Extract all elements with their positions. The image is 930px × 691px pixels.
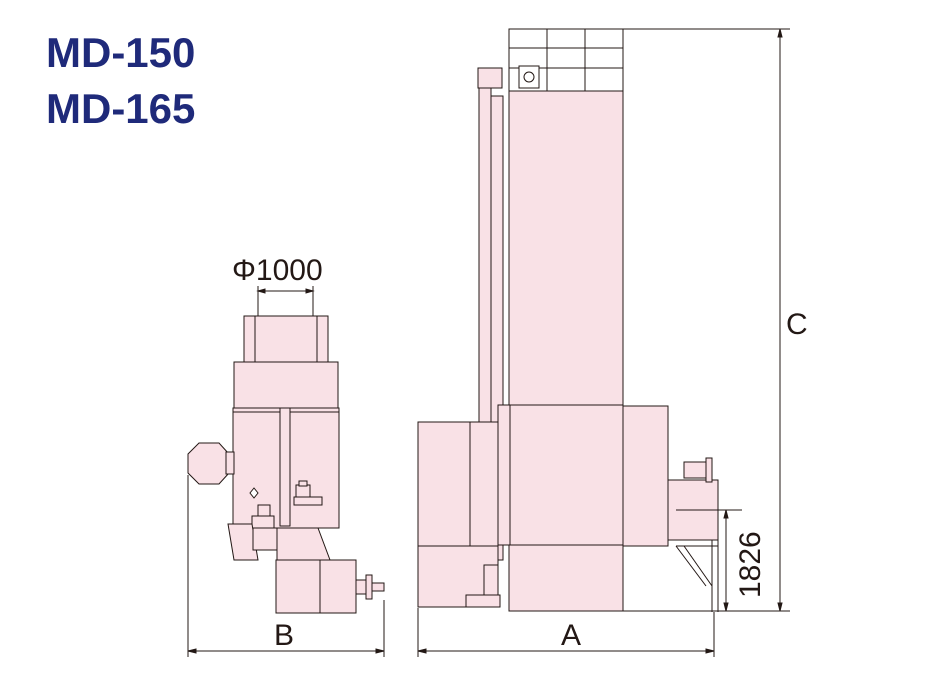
front-elevator-head <box>477 67 503 89</box>
dimension-c-label: C <box>786 308 808 341</box>
model-title-1: MD-150 <box>46 29 196 76</box>
diameter-label: Φ1000 <box>232 254 323 287</box>
dimension-b-label: B <box>274 619 294 652</box>
height-1826-label: 1826 <box>734 531 767 598</box>
side-view <box>187 315 385 614</box>
side-upper-body <box>233 361 339 409</box>
side-top-hopper <box>243 315 329 363</box>
dimension-lines <box>187 28 790 657</box>
side-burner <box>187 442 230 485</box>
dimension-a-label: A <box>561 619 581 652</box>
front-tower <box>508 90 624 406</box>
front-view <box>417 28 740 612</box>
model-title-2: MD-165 <box>46 85 196 132</box>
front-right-box <box>622 405 669 547</box>
side-funnel <box>227 523 259 561</box>
